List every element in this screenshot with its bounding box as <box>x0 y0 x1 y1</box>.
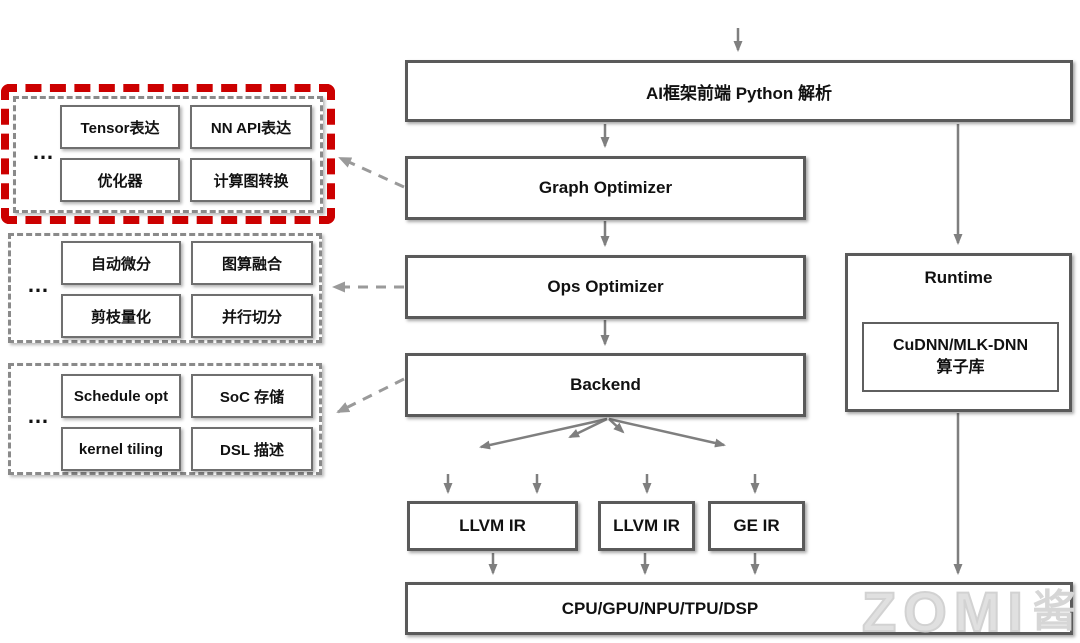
box-llvm-ir-2: LLVM IR <box>598 501 695 551</box>
box-cudnn-library: CuDNN/MLK-DNN 算子库 <box>862 322 1059 392</box>
box-hardware: CPU/GPU/NPU/TPU/DSP <box>405 582 1073 635</box>
module-graph-fusion: 图算融合 <box>191 241 313 285</box>
module-nn-api: NN API表达 <box>190 105 312 149</box>
module-autodiff: 自动微分 <box>61 241 181 285</box>
module-tensor-express: Tensor表达 <box>60 105 180 149</box>
ellipsis-label: … <box>27 402 50 428</box>
box-backend: Backend <box>405 353 806 417</box>
box-graph-optimizer: Graph Optimizer <box>405 156 806 220</box>
module-group-frontend: … Tensor表达 NN API表达 优化器 计算图转换 <box>13 96 323 213</box>
ellipsis-label: … <box>32 138 55 164</box>
library-line2: 算子库 <box>936 359 985 376</box>
module-graph-convert: 计算图转换 <box>190 158 312 202</box>
box-llvm-ir-1: LLVM IR <box>407 501 578 551</box>
module-schedule-opt: Schedule opt <box>61 374 181 418</box>
module-group-graph: … 自动微分 图算融合 剪枝量化 并行切分 <box>8 233 322 343</box>
dashed-arrows <box>332 156 405 414</box>
box-ops-optimizer: Ops Optimizer <box>405 255 806 319</box>
library-line1: CuDNN/MLK-DNN <box>892 337 1029 355</box>
module-kernel-tiling: kernel tiling <box>61 427 181 471</box>
hardware-label: CPU/GPU/NPU/TPU/DSP <box>561 598 759 618</box>
runtime-title: Runtime <box>924 268 993 287</box>
highlight-red-frame <box>1 84 335 224</box>
ellipsis-label: … <box>27 271 50 297</box>
box-ai-frontend: AI框架前端 Python 解析 <box>405 60 1073 122</box>
module-group-backend: … Schedule opt SoC 存储 kernel tiling DSL … <box>8 363 322 475</box>
box-ge-ir: GE IR <box>708 501 805 551</box>
box-runtime: Runtime CuDNN/MLK-DNN 算子库 <box>845 253 1072 412</box>
module-prune-quant: 剪枝量化 <box>61 294 181 338</box>
module-dsl-desc: DSL 描述 <box>191 427 313 471</box>
module-optimizer: 优化器 <box>60 158 180 202</box>
module-parallel-split: 并行切分 <box>191 294 313 338</box>
module-soc-storage: SoC 存储 <box>191 374 313 418</box>
